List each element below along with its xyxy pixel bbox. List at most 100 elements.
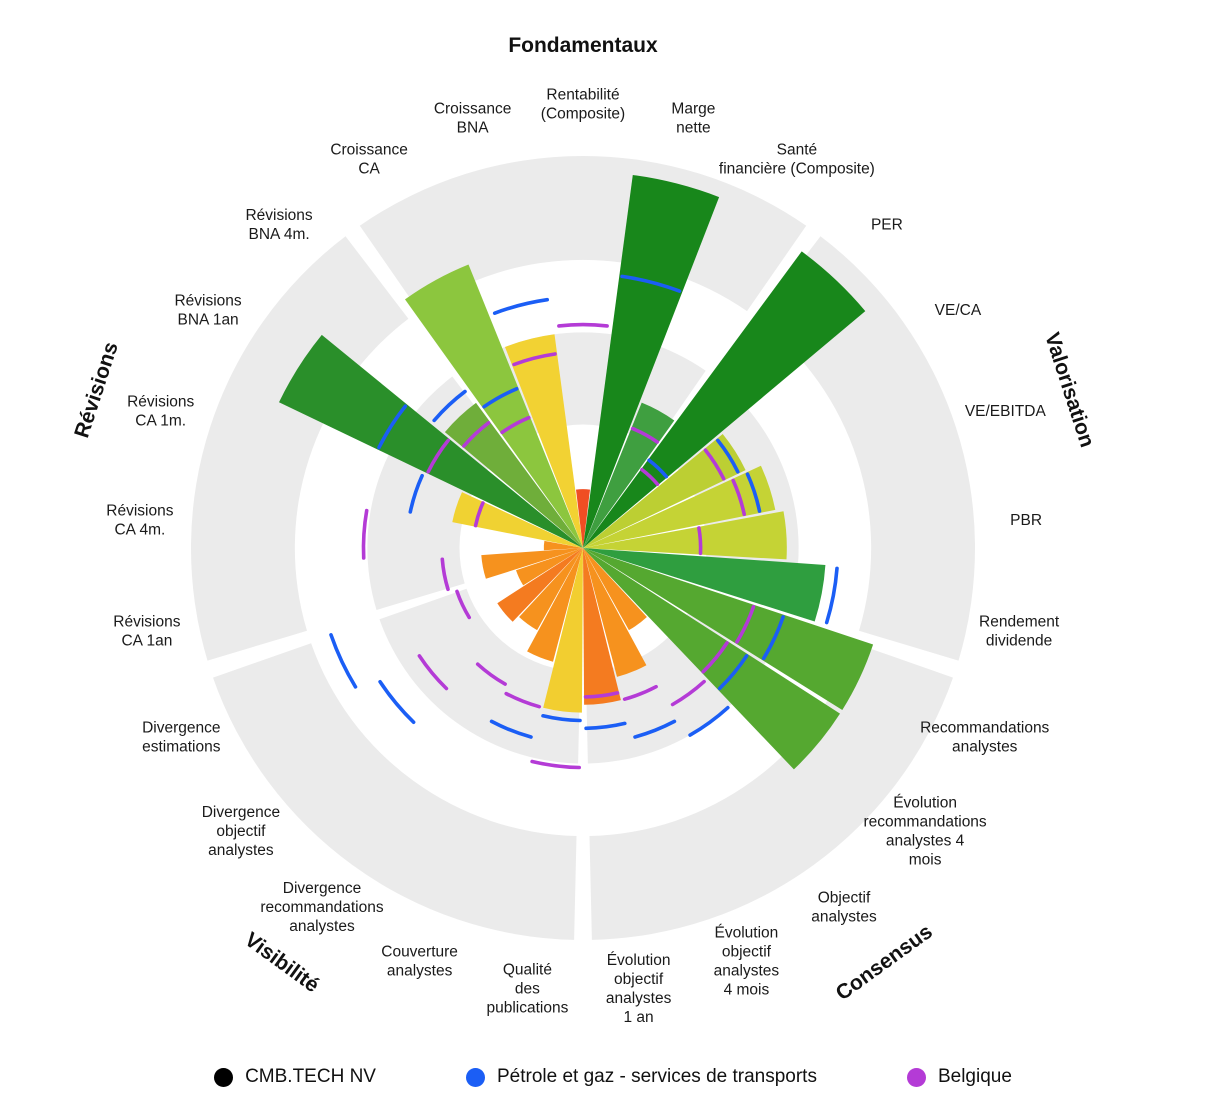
metric-wedge-ve-ebitda (583, 465, 776, 548)
sector-arc-marge-nette (620, 274, 682, 293)
metric-wedge-e-volution-recommandations-analystes-4-mois (583, 548, 840, 770)
metric-wedge-divergence-estimations (516, 548, 583, 586)
legend-item-country: Belgique (906, 1066, 1012, 1088)
country-arc-re-visions-ca-1m (473, 501, 485, 528)
sector-arc-divergence-objectif-analystes (378, 680, 416, 724)
sector-arc-croissance-bna (492, 297, 549, 315)
group-ring-visibilite (379, 588, 581, 764)
sector-arc-per (647, 458, 669, 479)
country-arc-re-visions-ca-1an (440, 557, 450, 592)
metric-wedge-re-visions-bna-4m (444, 402, 583, 548)
sector-dot-icon (465, 1067, 485, 1087)
sector-arc-divergence-estimations (329, 633, 358, 689)
legend-country-label: Belgique (937, 1066, 1012, 1087)
legend-item-company: CMB.TECH NV (214, 1066, 376, 1088)
country-arc-e-volution-objectif-analystes-4-mois (622, 684, 658, 701)
country-arc-couverture-analystes (504, 691, 542, 709)
country-arc-ve-ca (703, 448, 726, 481)
country-arc-rentabilite-composite (557, 322, 609, 328)
country-arc-e-volution-objectif-analystes-1-an (583, 691, 620, 699)
country-arc-re-visions-bna-1an (426, 438, 450, 474)
sector-arc-re-visions-ca-1m (408, 473, 424, 514)
group-label-visibilite: Visibilité (240, 928, 323, 997)
metric-label-rentabilite-composite: Rentabilité(Composite) (541, 87, 625, 123)
metric-wedge-divergence-recommandations-analystes (519, 548, 583, 631)
group-ring-visibilite (213, 643, 577, 940)
country-arc-divergence-objectif-analystes (417, 654, 449, 691)
metric-wedge-e-volution-objectif-analystes-4-mois (583, 548, 647, 677)
country-arc-re-visions-ca-4m (361, 508, 369, 560)
country-arc-re-visions-bna-4m (462, 421, 491, 448)
metric-label-ve-ca: VE/CA (935, 302, 982, 319)
metric-wedge-objectif-analystes (583, 548, 647, 631)
group-label-valorisation: Valorisation (1040, 330, 1099, 450)
sector-arc-qualite-des-publications (541, 714, 582, 723)
country-arc-recommandations-analystes (735, 604, 756, 644)
metric-label-per: PER (871, 216, 903, 233)
sector-arc-objectif-analystes (688, 705, 730, 737)
sector-arc-re-visions-bna-1an (377, 404, 408, 450)
sector-arc-rendement-dividende (824, 566, 839, 625)
sector-arc-couverture-analystes (489, 719, 533, 739)
country-arc-qualite-des-publications (530, 759, 581, 770)
sector-arc-croissance-ca (482, 387, 519, 409)
group-ring-re-visions (190, 236, 409, 661)
metric-wedge-re-visions-bna-1an (279, 334, 583, 548)
metric-label-ve-ebitda: VE/EBITDA (965, 403, 1047, 420)
sector-arc-e-volution-objectif-analystes-4-mois (633, 719, 677, 739)
sector-arc-e-volution-recommandations-analystes-4-mois (717, 654, 749, 691)
sector-arc-e-volution-objectif-analystes-1-an (584, 721, 627, 731)
metric-wedge-pbr (583, 511, 787, 560)
country-arc-pbr (697, 526, 703, 556)
legend: CMB.TECH NV Pétrole et gaz - services de… (0, 1066, 1226, 1088)
country-arc-ve-ebitda (731, 478, 746, 517)
country-arc-objectif-analystes (670, 679, 706, 707)
group-label-consensus: Consensus (832, 920, 937, 1005)
sector-arc-ve-ebitda (745, 472, 762, 513)
metric-wedge-recommandations-analystes (583, 548, 874, 710)
metric-wedge-re-visions-ca-1m (452, 492, 583, 548)
legend-item-sector: Pétrole et gaz - services de transports (465, 1066, 817, 1088)
sector-arc-ve-ca (716, 438, 740, 474)
group-ring-consensus (589, 643, 953, 940)
metric-wedge-rendement-dividende (583, 548, 826, 622)
metric-wedge-qualite-des-publications (543, 548, 583, 713)
country-arc-e-volution-recommandations-analystes-4-mois (701, 641, 729, 674)
country-arc-sante-financie-re-composite (630, 426, 659, 444)
metric-wedge-re-visions-ca-4m (543, 540, 583, 551)
group-label-fondamentaux: Fondamentaux (508, 34, 658, 57)
country-arc-divergence-estimations (455, 589, 471, 620)
metric-wedge-croissance-bna (505, 334, 583, 548)
metric-wedge-per (583, 251, 866, 548)
country-arc-croissance-bna (512, 352, 557, 367)
sector-arc-recommandations-analystes (761, 615, 785, 661)
country-arc-croissance-ca (500, 415, 531, 435)
country-arc-divergence-recommandations-analystes (475, 662, 507, 686)
metric-label-pbr: PBR (1010, 512, 1042, 529)
metric-wedge-couverture-analystes (527, 548, 583, 662)
metric-wedge-rentabilite-composite (576, 489, 590, 548)
country-arc-per (640, 467, 660, 486)
metric-wedge-marge-nette (583, 175, 720, 548)
sector-arc-re-visions-bna-4m (432, 389, 467, 423)
metric-wedge-ve-ca (583, 434, 746, 548)
